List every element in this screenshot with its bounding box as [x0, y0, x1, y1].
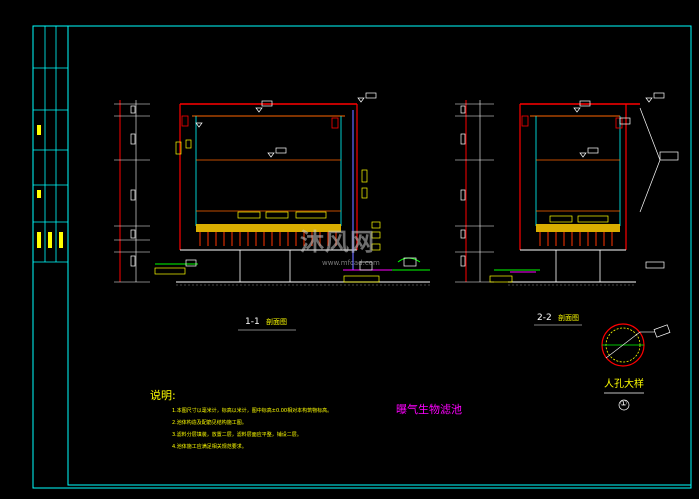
section-1-name: 剖面图: [266, 318, 287, 326]
title-strip-text: [37, 125, 63, 248]
section-2-drawing: [455, 92, 679, 286]
section-1-number: 1-1: [245, 317, 260, 327]
note-line-4: 4.池体施工应满足相关规范要求。: [172, 444, 247, 450]
title-strip: [33, 26, 68, 263]
inner-frame: [67, 25, 692, 486]
watermark-url: www.mfcad.com: [322, 259, 380, 267]
watermark-text: 沐风网: [300, 228, 375, 256]
note-line-1: 1.本图尺寸以毫米计，标高以米计，图中标高±0.00相对本构筑物标高。: [172, 408, 333, 414]
manhole-detail: [601, 323, 671, 411]
section-2-name: 剖面图: [558, 314, 579, 322]
drawing-title: 曝气生物滤池: [396, 403, 462, 416]
section-1-drawing: [114, 92, 430, 286]
manhole-mark: ①: [620, 399, 628, 408]
note-line-3: 3.滤料分层填装，放置二层，滤料层面应平整，铺设二层。: [172, 432, 302, 438]
notes-heading: 说明:: [150, 389, 176, 402]
manhole-title: 人孔大样: [604, 379, 644, 390]
note-line-2: 2.池体构造及配筋见结构施工图。: [172, 420, 247, 426]
section-2-number: 2-2: [537, 313, 552, 323]
outer-frame: [32, 25, 692, 489]
